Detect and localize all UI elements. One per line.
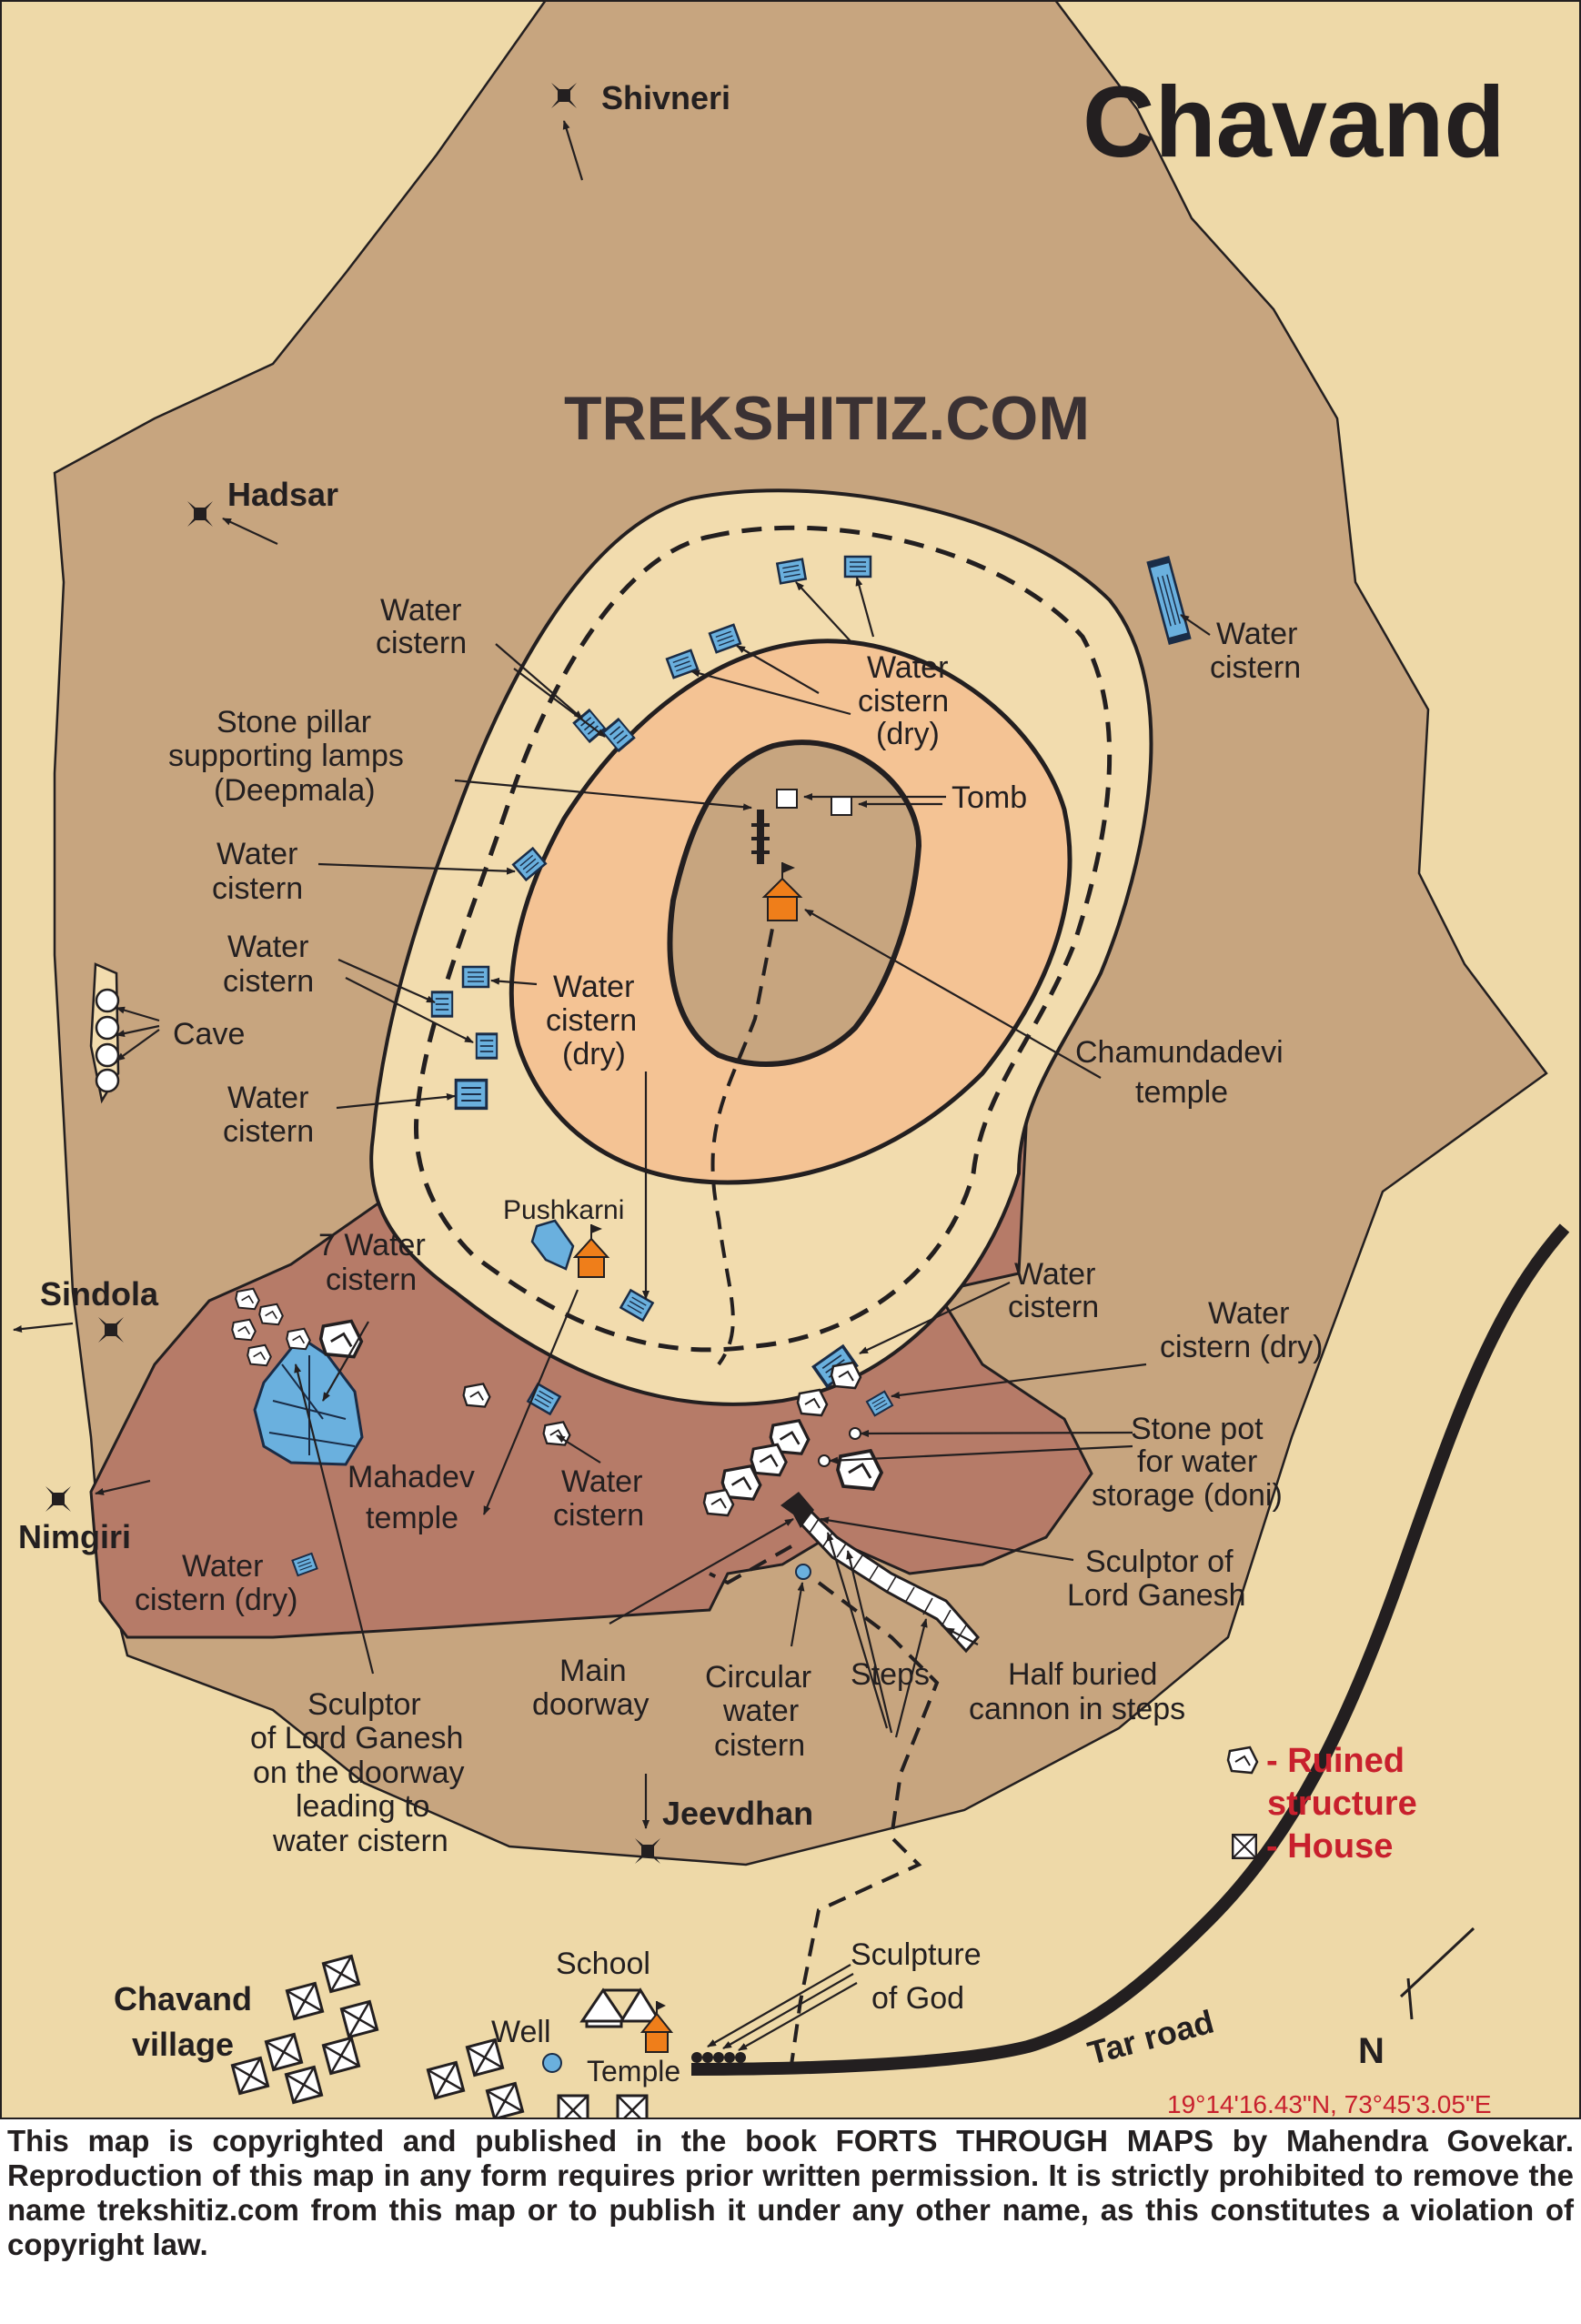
place-shivneri: Shivneri xyxy=(601,79,730,116)
label-sculptor-door-1: Sculptor xyxy=(307,1687,421,1722)
legend-ruined-icon xyxy=(1226,1746,1259,1775)
site-watermark: TREKSHITIZ.COM xyxy=(564,384,1090,453)
chamundadevi-temple-icon xyxy=(761,862,803,921)
label-cave: Cave xyxy=(173,1017,245,1051)
label-water-cistern-e2: cistern xyxy=(223,964,314,999)
label-water-cistern-c1: Water xyxy=(1216,617,1297,651)
label-water-cistern-dry-b3: (dry) xyxy=(876,717,940,751)
village-temple-icon xyxy=(639,2001,674,2053)
label-mahadev-2: temple xyxy=(366,1501,458,1535)
label-water-cistern-dry-f1: Water xyxy=(553,970,634,1004)
label-stone-pillar-3: (Deepmala) xyxy=(214,773,376,808)
coordinates: 19°14'16.43"N, 73°45'3.05"E xyxy=(1167,2090,1492,2118)
label-water-cistern-g2: cistern xyxy=(223,1114,314,1149)
label-seven-cistern-1: 7 Water xyxy=(318,1228,426,1263)
label-chamundadevi-2: temple xyxy=(1135,1075,1228,1110)
label-water-cistern-a1: Water xyxy=(380,593,461,628)
place-jeevdhan: Jeevdhan xyxy=(662,1795,813,1832)
cave-icon xyxy=(95,988,120,1093)
school-icon xyxy=(579,1987,662,2028)
label-water-cistern-j2: cistern xyxy=(553,1498,644,1533)
label-water-cistern-d2: cistern xyxy=(212,871,303,906)
mahadev-temple-icon xyxy=(572,1224,610,1278)
label-water-cistern-j1: Water xyxy=(561,1464,642,1499)
label-water-cistern-e1: Water xyxy=(227,930,308,964)
label-north: N xyxy=(1358,2031,1385,2071)
label-water-cistern-dry-k2: cistern (dry) xyxy=(135,1583,297,1617)
stone-pillar-icon xyxy=(751,810,770,864)
label-sculptor-ganesh-2: Lord Ganesh xyxy=(1067,1578,1246,1613)
label-sculptor-door-4: leading to xyxy=(296,1789,429,1824)
label-water-cistern-h2: cistern xyxy=(1008,1290,1099,1324)
label-stone-pot-2: for water xyxy=(1137,1444,1257,1479)
label-sculptor-door-5: water cistern xyxy=(272,1824,448,1858)
legend-ruined-label-1: - Ruined xyxy=(1266,1742,1405,1780)
label-tomb: Tomb xyxy=(952,780,1027,815)
sculpture-of-god-icons xyxy=(691,2052,746,2063)
stone-pot-markers xyxy=(818,1427,861,1467)
label-sculpture-god-2: of God xyxy=(871,1981,964,2016)
label-circular-cistern-1: Circular xyxy=(705,1660,811,1695)
legend-ruined-label-2: structure xyxy=(1267,1785,1417,1823)
label-water-cistern-dry-b1: Water xyxy=(867,650,948,685)
map-title: Chavand xyxy=(1083,66,1505,178)
chavand-village-label: Chavand xyxy=(114,1980,252,2017)
label-circular-cistern-3: cistern xyxy=(714,1728,805,1763)
chavand-village-label-2: village xyxy=(132,2026,234,2063)
fort-path-dashed xyxy=(414,525,1113,1353)
label-water-cistern-d1: Water xyxy=(217,837,297,871)
label-stone-pot-3: storage (doni) xyxy=(1092,1478,1283,1513)
label-main-doorway-2: doorway xyxy=(532,1687,650,1722)
fort-map: Chavand TREKSHITIZ.COM Shivneri Hadsar S… xyxy=(0,0,1581,2119)
label-sculptor-door-2: of Lord Ganesh xyxy=(250,1721,463,1756)
leader-lines xyxy=(13,120,1211,2051)
label-stone-pillar-1: Stone pillar xyxy=(217,705,371,739)
place-nimgiri: Nimgiri xyxy=(18,1518,131,1555)
label-water-cistern-c2: cistern xyxy=(1210,650,1301,685)
label-water-cistern-h1: Water xyxy=(1014,1257,1095,1292)
place-hadsar: Hadsar xyxy=(227,476,338,513)
copyright-notice: This map is copyrighted and published in… xyxy=(7,2124,1574,2261)
well-icon xyxy=(542,2053,562,2073)
label-water-cistern-dry-k1: Water xyxy=(182,1549,263,1584)
label-sculptor-ganesh-1: Sculptor of xyxy=(1085,1544,1234,1579)
tar-road xyxy=(690,1223,1570,2076)
label-well: Well xyxy=(491,2015,551,2049)
label-sculpture-god-1: Sculpture xyxy=(851,1937,982,1972)
label-half-buried-1: Half buried xyxy=(1008,1657,1157,1692)
label-water-cistern-dry-b2: cistern xyxy=(858,684,949,719)
north-arrow-icon xyxy=(1399,1927,1475,2020)
label-water-cistern-dry-f2: cistern xyxy=(546,1003,637,1038)
fort-trail xyxy=(709,1544,940,2066)
label-water-cistern-dry-f3: (dry) xyxy=(562,1037,626,1071)
main-doorway-icon xyxy=(780,1492,814,1528)
tomb-icons xyxy=(776,789,852,816)
label-seven-cistern-2: cistern xyxy=(326,1263,417,1297)
label-water-cistern-dry-i2: cistern (dry) xyxy=(1160,1330,1323,1364)
label-sculptor-door-3: on the doorway xyxy=(253,1756,465,1790)
label-half-buried-2: cannon in steps xyxy=(969,1692,1185,1726)
circular-water-cistern-icon xyxy=(795,1564,811,1580)
label-chamundadevi-1: Chamundadevi xyxy=(1075,1035,1284,1070)
label-water-cistern-g1: Water xyxy=(227,1081,308,1115)
label-temple: Temple xyxy=(587,2055,680,2088)
label-school: School xyxy=(556,1947,650,1981)
place-sindola: Sindola xyxy=(40,1275,159,1313)
label-stone-pot-1: Stone pot xyxy=(1131,1412,1264,1446)
legend-house-label: - House xyxy=(1266,1827,1393,1866)
label-mahadev-1: Mahadev xyxy=(347,1460,475,1494)
label-steps: Steps xyxy=(851,1657,930,1692)
label-pushkarni: Pushkarni xyxy=(503,1195,624,1225)
pushkarni-tank xyxy=(530,1219,575,1271)
label-circular-cistern-2: water xyxy=(722,1694,799,1728)
label-water-cistern-a2: cistern xyxy=(376,626,467,660)
label-water-cistern-dry-i1: Water xyxy=(1208,1296,1289,1331)
label-stone-pillar-2: supporting lamps xyxy=(168,739,404,773)
legend-house-icon xyxy=(1231,1833,1258,1860)
label-main-doorway-1: Main xyxy=(559,1654,627,1688)
map-border xyxy=(0,0,1581,2119)
